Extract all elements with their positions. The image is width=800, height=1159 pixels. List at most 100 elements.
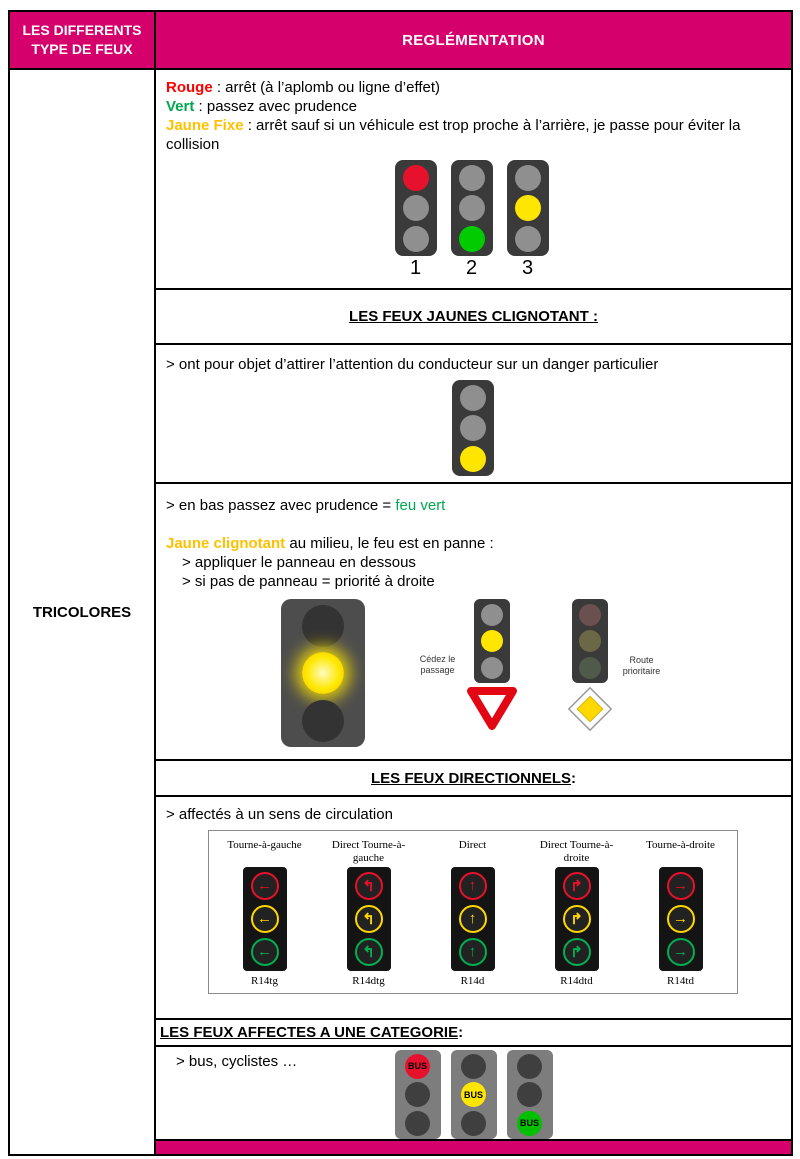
top-lens-off — [301, 604, 344, 647]
green-lens — [458, 225, 485, 252]
bus-light-green-icon: BUS — [506, 1050, 553, 1139]
flashing-broken-rest: au milieu, le feu est en panne : — [285, 535, 494, 552]
flashing-broken-line: Jaune clignotant au milieu, le feu est e… — [166, 534, 779, 553]
column-header-feux-types-line2: TYPE DE FEUX — [31, 41, 133, 57]
column-header-reglementation: REGLÉMENTATION — [156, 12, 791, 68]
red-lens — [402, 164, 429, 191]
flashing-broken-term: Jaune clignotant — [166, 535, 286, 552]
flashing-priority-bullet: > si pas de panneau = priorité à droite — [182, 573, 435, 590]
yield-sign-icon — [466, 687, 517, 730]
section-flashing-rules: > en bas passez avec prudence = feu vert… — [156, 482, 791, 759]
flashing-yellow-lens — [301, 652, 344, 694]
red-arrow-lens: ↰ — [354, 872, 383, 900]
traffic-light-green-icon — [450, 160, 493, 256]
big-flashing-light-icon — [280, 599, 365, 747]
traffic-light-red-column: 1 — [394, 160, 437, 280]
rule-yellow-text: : arrêt sauf si un véhicule est trop pro… — [166, 117, 741, 153]
flashing-green-prefix: > en bas passez avec prudence = — [166, 497, 396, 514]
line-spacer — [166, 515, 779, 534]
flashing-danger-bullet: > ont pour objet d’attirer l’attention d… — [166, 356, 659, 373]
lens-off — [461, 1110, 486, 1136]
directional-lights-figure: Tourne-à-gauche ← ← ← R14tg Direct Tourn… — [207, 830, 738, 994]
directional-bullet: > affectés à un sens de circulation — [166, 806, 393, 823]
bus-light-red-icon: BUS — [394, 1050, 441, 1139]
directional-column-left: Tourne-à-gauche ← ← ← R14tg — [221, 839, 309, 987]
priority-sign-group: Route prioritaire — [567, 599, 665, 732]
green-lens-off — [402, 225, 429, 252]
rule-green-term: Vert — [166, 98, 195, 115]
red-arrow-lens: ↑ — [458, 872, 487, 900]
red-lens-off — [458, 164, 485, 191]
table-body-row: TRICOLORES Rouge : arrêt (à l’aplomb ou … — [10, 70, 791, 1154]
yellow-arrow-lens: ↰ — [354, 905, 383, 933]
green-arrow-lens: ← — [250, 938, 279, 966]
traffic-light-yellow-bottom-icon — [451, 380, 494, 476]
directional-label: Direct Tourne-à-gauche — [331, 839, 406, 864]
regulation-table: LES DIFFERENTS TYPE DE FEUX REGLÉMENTATI… — [8, 10, 793, 1156]
row-label-cell: TRICOLORES — [10, 70, 156, 1154]
green-arrow-lens: → — [666, 938, 695, 966]
light-number-2: 2 — [465, 257, 478, 279]
table-header-row: LES DIFFERENTS TYPE DE FEUX REGLÉMENTATI… — [10, 12, 791, 70]
traffic-light-yellow-middle-icon — [473, 599, 510, 683]
regulation-cell: Rouge : arrêt (à l’aplomb ou ligne d’eff… — [156, 70, 791, 1154]
bus-yellow-lens: BUS — [461, 1082, 486, 1107]
flashing-green-highlight: feu vert — [395, 497, 446, 514]
section-flashing-danger: > ont pour objet d’attirer l’attention d… — [156, 343, 791, 482]
directional-label: Tourne-à-droite — [646, 839, 715, 851]
green-arrow-lens: ↱ — [562, 938, 591, 966]
green-lens-off — [514, 225, 541, 252]
traffic-light-red-icon — [394, 160, 437, 256]
directional-light-icon: ↰ ↰ ↰ — [346, 867, 391, 971]
red-lens-dim — [578, 603, 601, 626]
yellow-lens — [480, 630, 503, 652]
directional-code: R14dtd — [560, 975, 593, 987]
directional-code: R14d — [460, 975, 485, 987]
column-header-feux-types-line1: LES DIFFERENTS — [22, 22, 142, 39]
priority-road-sign-icon — [567, 686, 612, 732]
rule-yellow: Jaune Fixe : arrêt sauf si un véhicule e… — [166, 116, 777, 154]
lens-off — [517, 1053, 542, 1079]
green-lens-off — [480, 656, 503, 679]
yellow-lens — [514, 195, 541, 221]
yellow-lens-off — [459, 415, 486, 441]
red-arrow-lens: ↱ — [562, 872, 591, 900]
directional-code: R14tg — [251, 975, 278, 987]
section-flashing-title-row: LES FEUX JAUNES CLIGNOTANT : — [156, 288, 791, 343]
rule-yellow-term: Jaune Fixe — [166, 117, 244, 134]
priority-sign-column — [567, 599, 613, 732]
directional-label: Tourne-à-gauche — [227, 839, 302, 851]
traffic-light-yellow-column: 3 — [506, 160, 549, 280]
category-title-colon: : — [458, 1024, 464, 1041]
traffic-light-yellow-icon — [506, 160, 549, 256]
flashing-light-figure — [166, 380, 779, 476]
yellow-lens-off — [458, 195, 485, 221]
bus-green-lens: BUS — [517, 1110, 542, 1136]
directional-column-right: Tourne-à-droite → → → R14td — [637, 839, 725, 987]
yellow-lens-dim — [578, 630, 601, 652]
directional-light-icon: → → → — [658, 867, 703, 971]
green-lens-dim — [578, 656, 601, 679]
directional-column-direct-right: Direct Tourne-à-droite ↱ ↱ ↱ R14dtd — [533, 839, 621, 987]
row-label-tricolores: TRICOLORES — [32, 603, 132, 621]
rule-green: Vert : passez avec prudence — [166, 97, 777, 116]
column-header-feux-types: LES DIFFERENTS TYPE DE FEUX — [10, 12, 156, 68]
flashing-figures-row: Cédez le passage — [166, 599, 779, 747]
directional-light-icon: ↱ ↱ ↱ — [554, 867, 599, 971]
rule-red-term: Rouge — [166, 79, 213, 96]
green-arrow-lens: ↰ — [354, 938, 383, 966]
red-arrow-lens: → — [666, 872, 695, 900]
yield-sign-column — [466, 599, 517, 730]
directional-label: Direct Tourne-à-droite — [539, 839, 614, 864]
yellow-lens-off — [402, 195, 429, 221]
tricolor-lights-figure: 1 2 — [166, 160, 777, 280]
yellow-lens — [459, 445, 486, 472]
green-arrow-lens: ↑ — [458, 938, 487, 966]
lens-off — [405, 1110, 430, 1136]
yellow-arrow-lens: ↱ — [562, 905, 591, 933]
flashing-panel-bullet: > appliquer le panneau en dessous — [182, 554, 416, 571]
section-tricolor-rules: Rouge : arrêt (à l’aplomb ou ligne d’eff… — [156, 70, 791, 288]
section-category-body: > bus, cyclistes … BUS BUS — [156, 1045, 791, 1139]
traffic-light-unlit-icon — [571, 599, 608, 683]
next-row-header-strip — [156, 1139, 791, 1154]
